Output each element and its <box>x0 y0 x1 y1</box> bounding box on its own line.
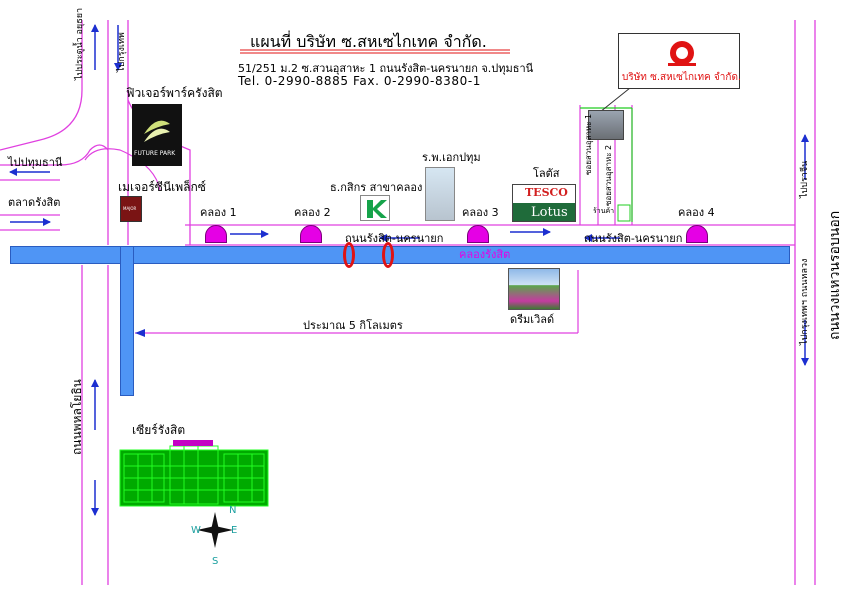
bridge-klong1 <box>205 225 227 243</box>
compass-south: S <box>212 556 219 567</box>
to-bangkok-small-label: ไปกรุงเทพ <box>117 32 127 72</box>
hospital-label: ร.พ.เอกปทุม <box>422 151 481 164</box>
address-line: 51/251 ม.2 ซ.สวนอุสาหะ 1 ถนนรังสิต-นครนา… <box>238 62 534 75</box>
kasikorn-logo <box>360 195 390 221</box>
talad-rangsit-label: ตลาดรังสิต <box>8 196 61 209</box>
company-building-image <box>588 110 624 140</box>
canal-marker <box>343 242 355 268</box>
rangsit-canal <box>10 246 790 264</box>
major-label: เมเจอร์ซีนีเพล็กซ์ <box>118 180 206 194</box>
to-pathumthani-label: ไปปทุมธานี <box>8 156 63 169</box>
future-park-label: ฟิวเจอร์พาร์ครังสิต <box>126 86 223 100</box>
company-name: บริษัท ซ.สหเซไกเทค จำกัด. <box>622 72 742 83</box>
bridge-label: คลอง 3 <box>462 206 499 219</box>
canal-label: คลองรังสิต <box>459 248 511 261</box>
bridge-klong2 <box>300 225 322 243</box>
dreamworld-image <box>508 268 560 310</box>
bridge-klong3 <box>467 225 489 243</box>
shop-label: ร้านค้า <box>593 207 615 215</box>
compass-east: E <box>231 525 238 536</box>
bridge-klong4 <box>686 225 708 243</box>
lotus-label: โลตัส <box>533 167 560 180</box>
company-logo-icon <box>668 41 696 66</box>
canal-branch <box>120 246 134 396</box>
phahon-road-label: ถนนพหลโยธิน <box>70 379 84 455</box>
to-pratunam-label: ไปประตูน้ำ อยุธยา <box>75 7 85 80</box>
road-label-rangsit: ถนนรังสิต-นครนายก <box>345 232 444 245</box>
compass-west: W <box>191 525 201 536</box>
tesco-lotus-logo: TESCO Lotus <box>512 184 576 222</box>
page-title: แผนที่ บริษัท ซ.สหเซไกเทค จำกัด. <box>250 32 487 51</box>
phone-line: Tel. 0-2990-8885 Fax. 0-2990-8380-1 <box>238 74 482 88</box>
distance-label: ประมาณ 5 กิโลเมตร <box>300 320 406 331</box>
compass-rose <box>197 512 233 548</box>
future-park-logo: FUTURE PARK <box>132 104 182 166</box>
major-logo: MAJOR <box>120 196 142 222</box>
dreamworld-label: ดรีมเวิลด์ <box>510 313 555 326</box>
canal-marker <box>382 242 394 268</box>
bypass-road-label: ถนนวงแหวนรอบนอก <box>827 210 842 340</box>
bridge-label: คลอง 1 <box>200 206 237 219</box>
to-bangkok-right-label: ไปกรุงเทพฯ ถนนหลวง <box>800 258 810 345</box>
kasikorn-label: ธ.กสิกร สาขาคลอง 2 <box>330 181 433 194</box>
bridge-label: คลอง 2 <box>294 206 331 219</box>
hospital-image <box>425 167 455 221</box>
to-prachin-label: ไปปราจีน <box>800 160 810 198</box>
zeer-label: เซียร์รังสิต <box>132 423 186 437</box>
company-callout <box>618 33 740 89</box>
compass-north: N <box>229 505 237 516</box>
soi2-label: ซอยสวนอุสาหะ 2 <box>604 144 613 206</box>
soi1-label: ซอยสวนอุสาหะ 1 <box>584 113 593 175</box>
road-label-rangsit: ถนนรังสิต-นครนายก <box>584 232 683 245</box>
zeer-building-image <box>119 440 269 507</box>
bridge-label: คลอง 4 <box>678 206 715 219</box>
